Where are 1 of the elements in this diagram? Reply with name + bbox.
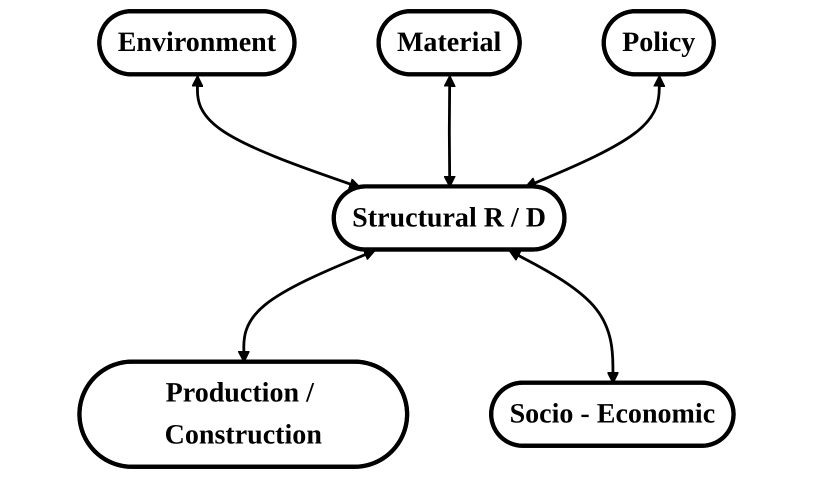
arrow xyxy=(191,75,362,190)
